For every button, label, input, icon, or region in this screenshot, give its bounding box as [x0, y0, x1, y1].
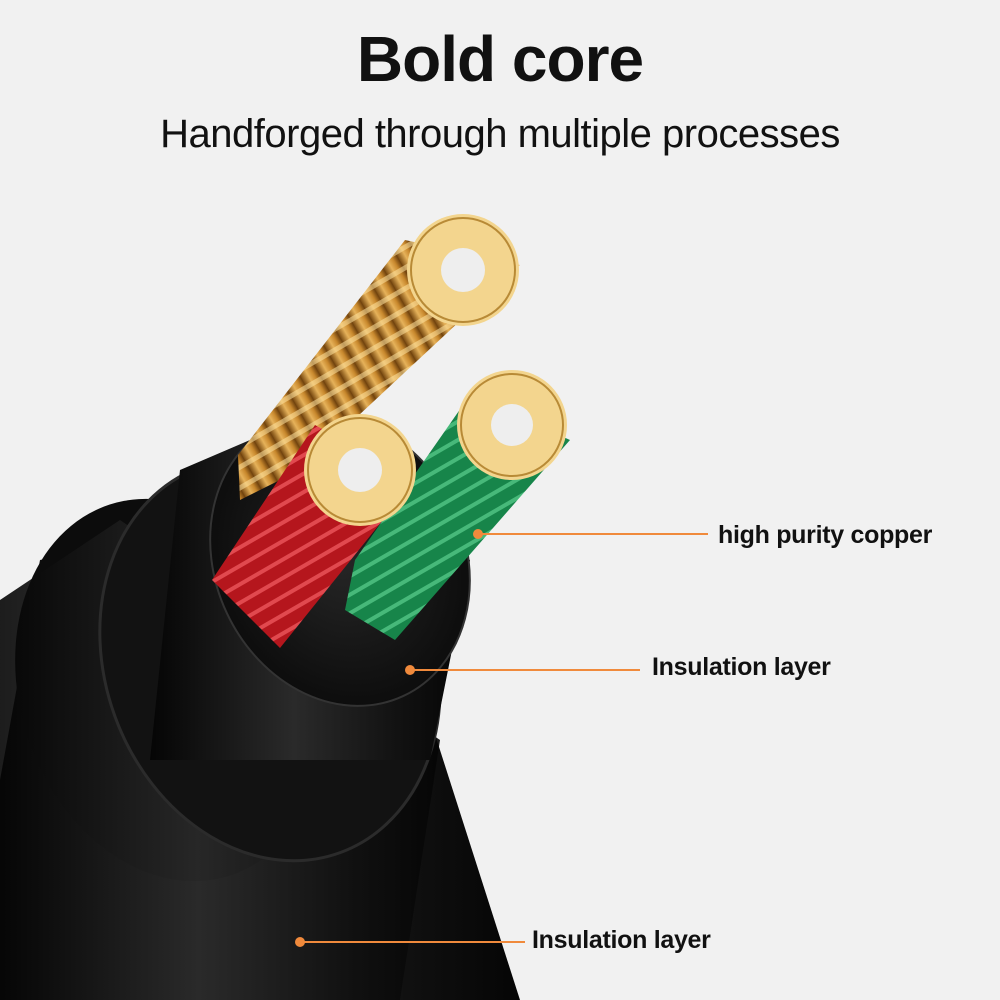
- callout-line-insulation-1: [405, 665, 640, 675]
- callout-line-insulation-2: [295, 937, 525, 947]
- callout-line-copper: [473, 529, 708, 539]
- red-conductor: [212, 414, 416, 648]
- callout-label-copper: high purity copper: [718, 521, 933, 549]
- green-conductor: [345, 370, 570, 640]
- callout-label-insulation-2: Insulation layer: [532, 926, 711, 954]
- page-title: Bold core: [356, 23, 644, 95]
- callout-label-insulation-1: Insulation layer: [652, 653, 831, 681]
- page-subtitle: Handforged through multiple processes: [160, 112, 840, 156]
